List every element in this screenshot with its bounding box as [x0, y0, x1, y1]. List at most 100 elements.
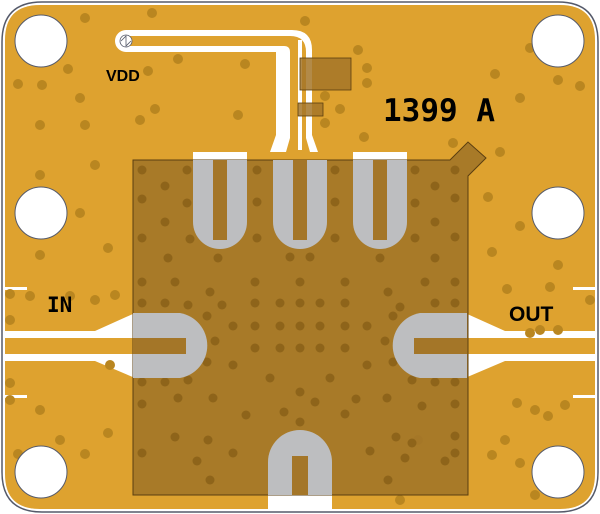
die-via	[380, 336, 390, 346]
die-via	[407, 438, 417, 448]
die-via	[450, 298, 460, 308]
die-via	[203, 435, 213, 445]
die-via	[410, 198, 420, 208]
edge-notches	[5, 287, 595, 398]
via	[150, 104, 160, 114]
die-via	[295, 298, 305, 308]
via	[80, 13, 90, 23]
die-via	[252, 197, 262, 207]
die-via	[250, 277, 260, 287]
via	[5, 395, 15, 405]
die-via	[160, 377, 170, 387]
via	[300, 16, 310, 26]
via	[105, 360, 115, 370]
part-marking: 1399 A	[383, 93, 495, 129]
die-via	[430, 377, 440, 387]
die-via	[382, 393, 392, 403]
die-via	[375, 253, 385, 263]
die-via	[250, 343, 260, 353]
die-via	[250, 298, 260, 308]
via	[530, 490, 540, 500]
die-via	[417, 401, 427, 411]
die-via	[315, 321, 325, 331]
via	[103, 428, 113, 438]
via	[5, 315, 15, 325]
die-via	[228, 448, 238, 458]
die-via	[340, 298, 350, 308]
via	[80, 449, 90, 459]
die-via	[205, 287, 215, 297]
mounting-hole-mid-left	[14, 186, 68, 240]
die-via	[325, 373, 335, 383]
die-via	[160, 181, 170, 191]
via	[502, 284, 512, 294]
die-via	[362, 321, 372, 331]
vdd-test-point[interactable]	[119, 34, 133, 48]
rf-in-pad-trace	[133, 338, 186, 354]
die-via	[450, 193, 460, 203]
mounting-hole-top-left	[14, 14, 68, 68]
via	[135, 115, 145, 125]
via	[490, 69, 500, 79]
die-via	[362, 360, 372, 370]
die-via	[430, 253, 440, 263]
die-via	[330, 165, 340, 175]
via	[512, 398, 522, 408]
via	[487, 450, 497, 460]
via	[543, 411, 553, 421]
via	[143, 66, 153, 76]
die-via	[170, 277, 180, 287]
via	[395, 495, 405, 505]
rf-out-trace	[465, 338, 595, 354]
die-via	[241, 410, 251, 420]
mounting-hole-mid-right	[531, 186, 585, 240]
smd-capacitor-large[interactable]	[299, 57, 352, 91]
die-via	[388, 357, 398, 367]
via	[585, 295, 595, 305]
via	[90, 160, 100, 170]
via	[55, 435, 65, 445]
via	[483, 192, 493, 202]
via	[63, 64, 73, 74]
via	[5, 289, 15, 299]
die-via	[305, 252, 315, 262]
via	[560, 400, 570, 410]
via	[553, 325, 563, 335]
out-port-label: OUT	[509, 303, 554, 326]
via	[103, 243, 113, 253]
via	[362, 78, 372, 88]
die-via	[213, 253, 223, 263]
die-via	[450, 232, 460, 242]
die-via	[395, 302, 405, 312]
smd-capacitor-small[interactable]	[297, 102, 324, 117]
die-via	[137, 194, 147, 204]
via	[515, 458, 525, 468]
via	[353, 45, 363, 55]
vdd-label: VDD	[106, 68, 140, 85]
die-via	[202, 357, 212, 367]
die-via	[252, 233, 262, 243]
die-via	[183, 300, 193, 310]
via	[359, 132, 369, 142]
die-via	[365, 446, 375, 456]
die-via	[295, 387, 305, 397]
via	[575, 81, 585, 91]
die-via	[137, 298, 147, 308]
die-via	[137, 377, 147, 387]
die-via	[217, 300, 227, 310]
die-via	[202, 311, 212, 321]
via	[80, 120, 90, 130]
die-via	[295, 277, 305, 287]
board-vias	[5, 8, 595, 505]
die-via	[170, 432, 180, 442]
via	[35, 170, 45, 180]
via	[320, 118, 330, 128]
die-via	[410, 165, 420, 175]
die-via	[450, 377, 460, 387]
die-via	[410, 233, 420, 243]
via	[110, 290, 120, 300]
die-via	[430, 217, 440, 227]
top-bias-stubs	[193, 160, 407, 249]
die-via	[295, 417, 305, 427]
via	[535, 325, 545, 335]
